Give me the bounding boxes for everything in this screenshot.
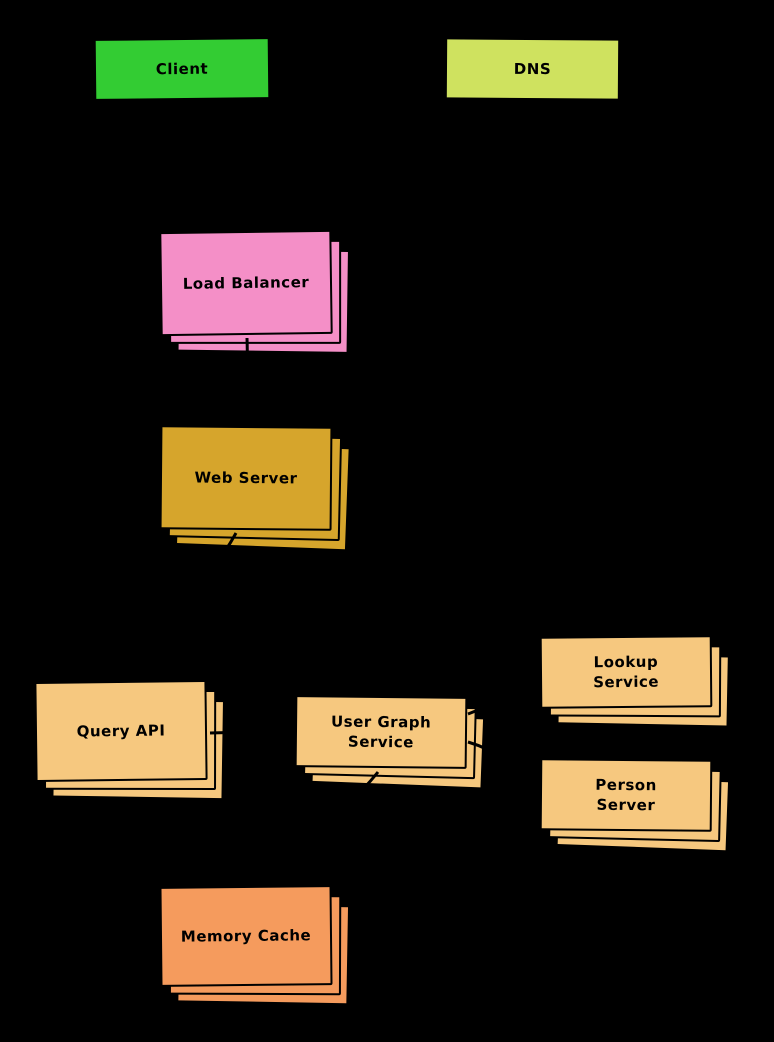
node-web-server-box: Web Server bbox=[159, 425, 333, 531]
edge-user-graph-service-lookup-service bbox=[467, 673, 537, 716]
node-user-graph-service: User Graph Service bbox=[294, 695, 486, 790]
node-memory-cache: Memory Cache bbox=[159, 885, 351, 1006]
node-query-api-label: Query API bbox=[76, 721, 166, 741]
node-load-balancer-label: Load Balancer bbox=[182, 272, 310, 293]
node-load-balancer: Load Balancer bbox=[159, 229, 350, 354]
node-memory-cache-label: Memory Cache bbox=[180, 926, 312, 946]
edge-client-load-balancer bbox=[184, 102, 246, 227]
node-dns-label: DNS bbox=[513, 59, 552, 79]
node-query-api: Query API bbox=[34, 679, 225, 801]
node-person-server-box: Person Server bbox=[539, 758, 713, 832]
node-dns: DNS bbox=[444, 37, 621, 101]
node-query-api-box: Query API bbox=[34, 679, 208, 783]
edge-client-dns bbox=[272, 67, 441, 69]
node-memory-cache-box: Memory Cache bbox=[159, 885, 333, 987]
node-client-label: Client bbox=[155, 59, 209, 79]
node-user-graph-service-box: User Graph Service bbox=[294, 695, 468, 769]
node-dns-box: DNS bbox=[444, 37, 621, 101]
node-client: Client bbox=[93, 37, 271, 101]
edge-user-graph-service-memory-cache bbox=[251, 771, 380, 882]
node-lookup-service-box: Lookup Service bbox=[539, 635, 713, 709]
node-web-server-label: Web Server bbox=[194, 468, 298, 488]
node-person-server-label: Person Server bbox=[595, 775, 657, 815]
node-lookup-service-label: Lookup Service bbox=[593, 652, 660, 692]
node-person-server: Person Server bbox=[539, 758, 731, 853]
node-lookup-service: Lookup Service bbox=[539, 635, 730, 728]
node-user-graph-service-label: User Graph Service bbox=[330, 712, 432, 752]
edge-web-server-query-api bbox=[126, 532, 238, 677]
node-load-balancer-box: Load Balancer bbox=[159, 229, 333, 337]
node-client-box: Client bbox=[93, 37, 271, 101]
node-web-server: Web Server bbox=[159, 425, 351, 552]
